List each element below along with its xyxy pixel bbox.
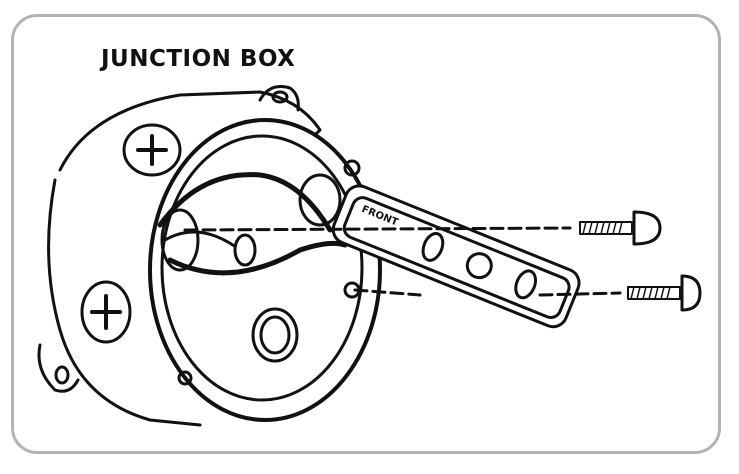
knockout-screw-left	[80, 280, 132, 344]
dashed-guide-top	[183, 226, 572, 232]
screw-bottom	[627, 274, 702, 312]
diagram-frame	[11, 14, 721, 454]
knockout-screw-top	[122, 123, 182, 177]
diagram-title: JUNCTION BOX	[101, 46, 296, 72]
screw-top	[579, 210, 662, 246]
dashed-guide-bottom	[353, 288, 622, 297]
junction-box	[37, 85, 382, 427]
